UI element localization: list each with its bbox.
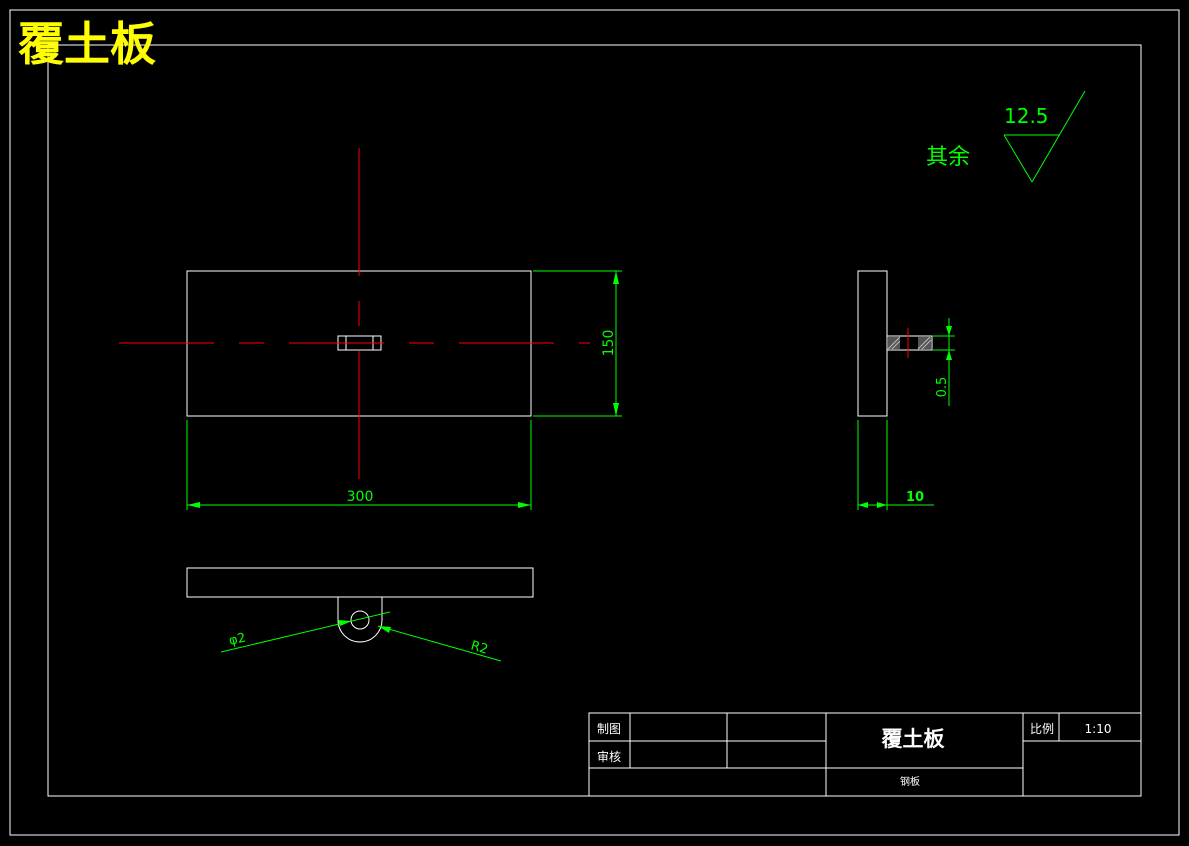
radius-leader	[377, 625, 502, 662]
roughness-label: 其余	[926, 145, 970, 170]
material-label: 钢板	[900, 775, 920, 788]
roughness-symbol	[1003, 90, 1086, 183]
width-dimension	[186, 420, 532, 510]
radius-label: R2	[469, 638, 490, 657]
scale-label: 比例	[1030, 722, 1054, 736]
scale-value: 1:10	[1085, 722, 1112, 736]
title-block	[588, 712, 1142, 797]
part-name: 覆土板	[882, 727, 946, 751]
hole-leader	[220, 611, 391, 653]
inner-border	[47, 44, 1142, 797]
offset-dimension	[933, 318, 955, 406]
thickness-dimension-label: 10	[906, 490, 924, 505]
outer-frame	[9, 9, 1180, 836]
offset-dimension-label: 0.5	[935, 377, 950, 398]
top-view-hole	[350, 610, 370, 630]
checked-by-label: 审核	[597, 749, 621, 764]
side-view-plate	[857, 270, 888, 417]
height-dimension	[533, 270, 622, 417]
drawn-by-label: 制图	[597, 722, 621, 736]
side-view-pin	[886, 335, 933, 351]
roughness-value: 12.5	[1004, 104, 1049, 128]
side-view	[857, 270, 933, 417]
thickness-dimension	[857, 420, 934, 510]
width-dimension-label: 300	[347, 489, 374, 505]
top-view-plate	[186, 567, 534, 598]
height-dimension-label: 150	[601, 330, 617, 357]
front-view	[119, 148, 590, 480]
hole-diameter-label: φ2	[228, 630, 248, 648]
drawing-title: 覆土板	[18, 17, 156, 71]
